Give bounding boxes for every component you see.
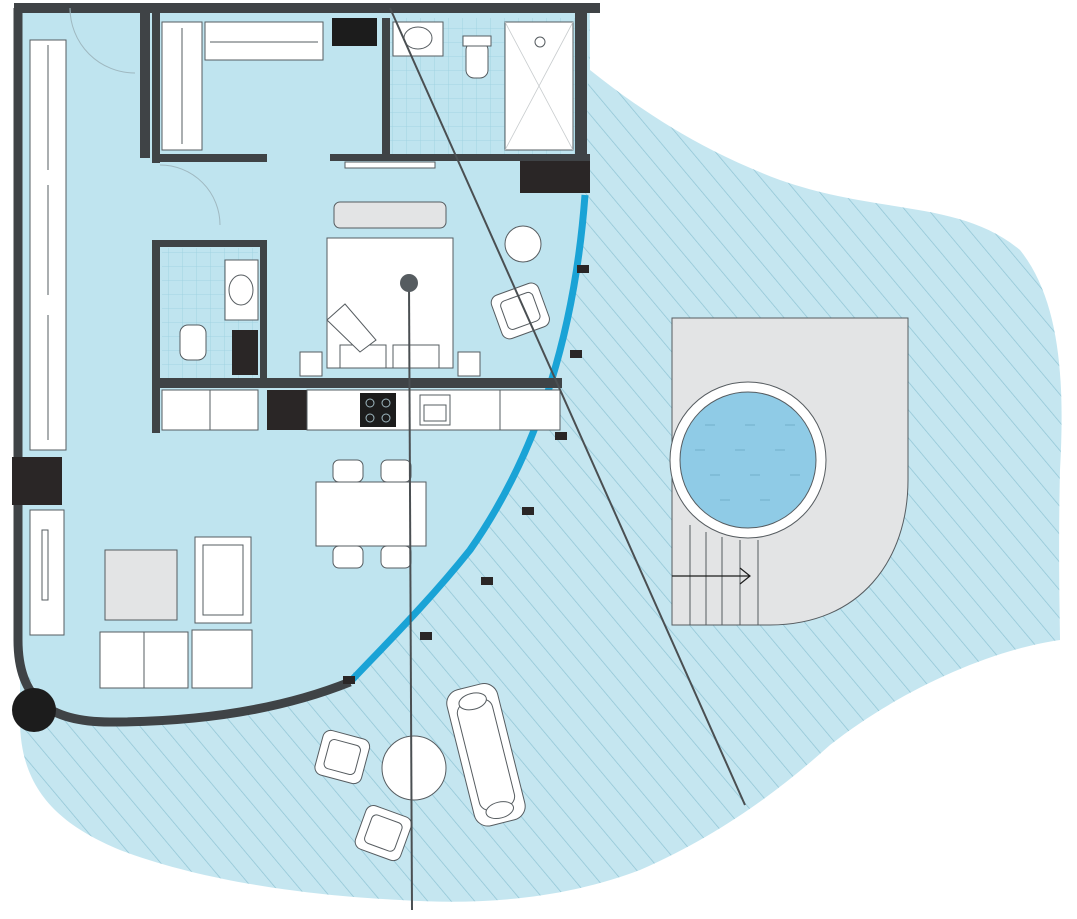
- terrace-coffee-table: [381, 735, 447, 801]
- armchair-bedroom: [490, 282, 550, 340]
- section-line-diagonal: [389, 7, 746, 806]
- dining-chair-1: [332, 459, 364, 483]
- fridge: [267, 390, 307, 430]
- armchair-living-cushion: [202, 544, 244, 616]
- lounge-sofa: [446, 683, 526, 827]
- side-table-bedroom: [504, 225, 542, 263]
- glazing-curve: [347, 194, 589, 685]
- column-north: [332, 18, 377, 46]
- column-northeast: [520, 155, 590, 193]
- pool-stairs: [689, 525, 759, 625]
- headboard: [333, 201, 447, 229]
- column-southwest: [12, 688, 56, 732]
- vanity-master: [392, 21, 444, 57]
- shower-head: [534, 36, 546, 48]
- arrow-right-icon: [672, 567, 751, 585]
- sink-guest: [228, 274, 254, 306]
- rug: [104, 549, 178, 621]
- walk-in-closet-top: [204, 21, 324, 61]
- interior-walls: [140, 8, 590, 433]
- dining-chair-3: [332, 545, 364, 569]
- pool-water: [679, 391, 817, 529]
- cooktop: [360, 393, 396, 427]
- column-west: [12, 457, 62, 505]
- glazing-mullions: [343, 265, 589, 684]
- nightstand-right: [457, 351, 481, 377]
- section-line-vertical: [408, 282, 413, 911]
- cooktop-burners: [365, 398, 391, 423]
- sliding-handle: [41, 529, 49, 601]
- pool-ripples: [695, 424, 800, 501]
- guest-bath-cabinet: [232, 330, 258, 375]
- wardrobe-sliding: [29, 509, 65, 636]
- kitchen-sink-bowl: [423, 404, 447, 422]
- toilet-tank-master: [462, 35, 492, 47]
- tv-unit: [344, 161, 436, 169]
- exterior-wall-west: [13, 8, 352, 727]
- dining-table: [315, 481, 427, 547]
- terrace-armchair-2: [354, 804, 413, 862]
- toilet-master: [465, 41, 489, 79]
- nightstand-left: [299, 351, 323, 377]
- dining-chair-2: [380, 459, 412, 483]
- shower-drain-lines: [504, 21, 574, 151]
- kitchen-sink: [419, 394, 451, 426]
- terrace-armchair-1: [314, 729, 371, 785]
- ottoman-living: [191, 629, 253, 689]
- toilet-guest: [179, 324, 207, 361]
- dining-chair-4: [380, 545, 412, 569]
- armchair-living: [194, 536, 252, 624]
- pillow-right: [392, 344, 440, 369]
- door-swings: [69, 7, 221, 226]
- map-pin-icon: [400, 274, 418, 292]
- blanket-fold: [326, 303, 377, 353]
